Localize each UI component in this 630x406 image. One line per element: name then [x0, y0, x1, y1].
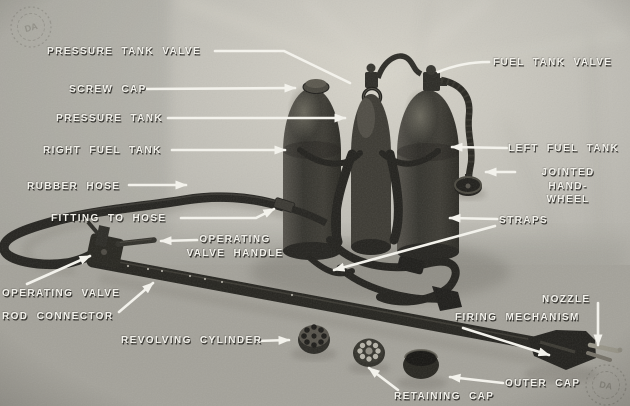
leader-firing-mechanism [461, 326, 551, 357]
leader-pressure-tank-valve [213, 49, 352, 85]
pressure-tank-label: PRESSURE TANK [56, 113, 164, 124]
jointed-hand-wheel-label: JOINTED HAND- WHEEL [541, 167, 595, 205]
rubber-hose-label: RUBBER HOSE [27, 181, 121, 192]
revolving-cylinder-label: REVOLVING CYLINDER [121, 335, 263, 346]
leader-operating-valve-handle [159, 236, 199, 246]
pressure-tank-valve-label: PRESSURE TANK VALVE [47, 46, 202, 57]
straps-label: STRAPS [499, 215, 548, 226]
leader-fuel-tank-valve [436, 60, 491, 74]
leader-screw-cap [141, 83, 297, 93]
nozzle-label: NOZZLE [542, 294, 591, 305]
fuel-tank-valve-label: FUEL TANK VALVE [493, 57, 613, 68]
leader-straps-b [332, 224, 497, 272]
leader-outer-cap [448, 373, 505, 385]
right-fuel-tank-label: RIGHT FUEL TANK [43, 145, 162, 156]
rod-connector-label: ROD CONNECTOR [2, 311, 114, 322]
left-fuel-tank-label: LEFT FUEL TANK [508, 143, 620, 154]
retaining-cap-label: RETAINING CAP [394, 391, 495, 402]
leader-left-fuel-tank [450, 142, 509, 152]
screw-cap-label: SCREW CAP [69, 84, 147, 95]
fitting-to-hose-label: FITTING TO HOSE [51, 213, 167, 224]
firing-mechanism-label: FIRING MECHANISM [455, 312, 580, 323]
leader-straps-a [448, 213, 499, 223]
operating-valve-label: OPERATING VALVE [2, 288, 121, 299]
outer-cap-label: OUTER CAP [505, 378, 581, 389]
leader-retaining-cap [367, 366, 400, 392]
leader-rod-connector [117, 281, 155, 314]
leader-operating-valve [25, 254, 92, 286]
leader-lines [25, 49, 603, 392]
operating-valve-handle-label: OPERATING VALVE HANDLE [186, 234, 284, 259]
leader-revolving-cylinder [254, 335, 291, 345]
leader-fitting-to-hose [179, 207, 276, 220]
